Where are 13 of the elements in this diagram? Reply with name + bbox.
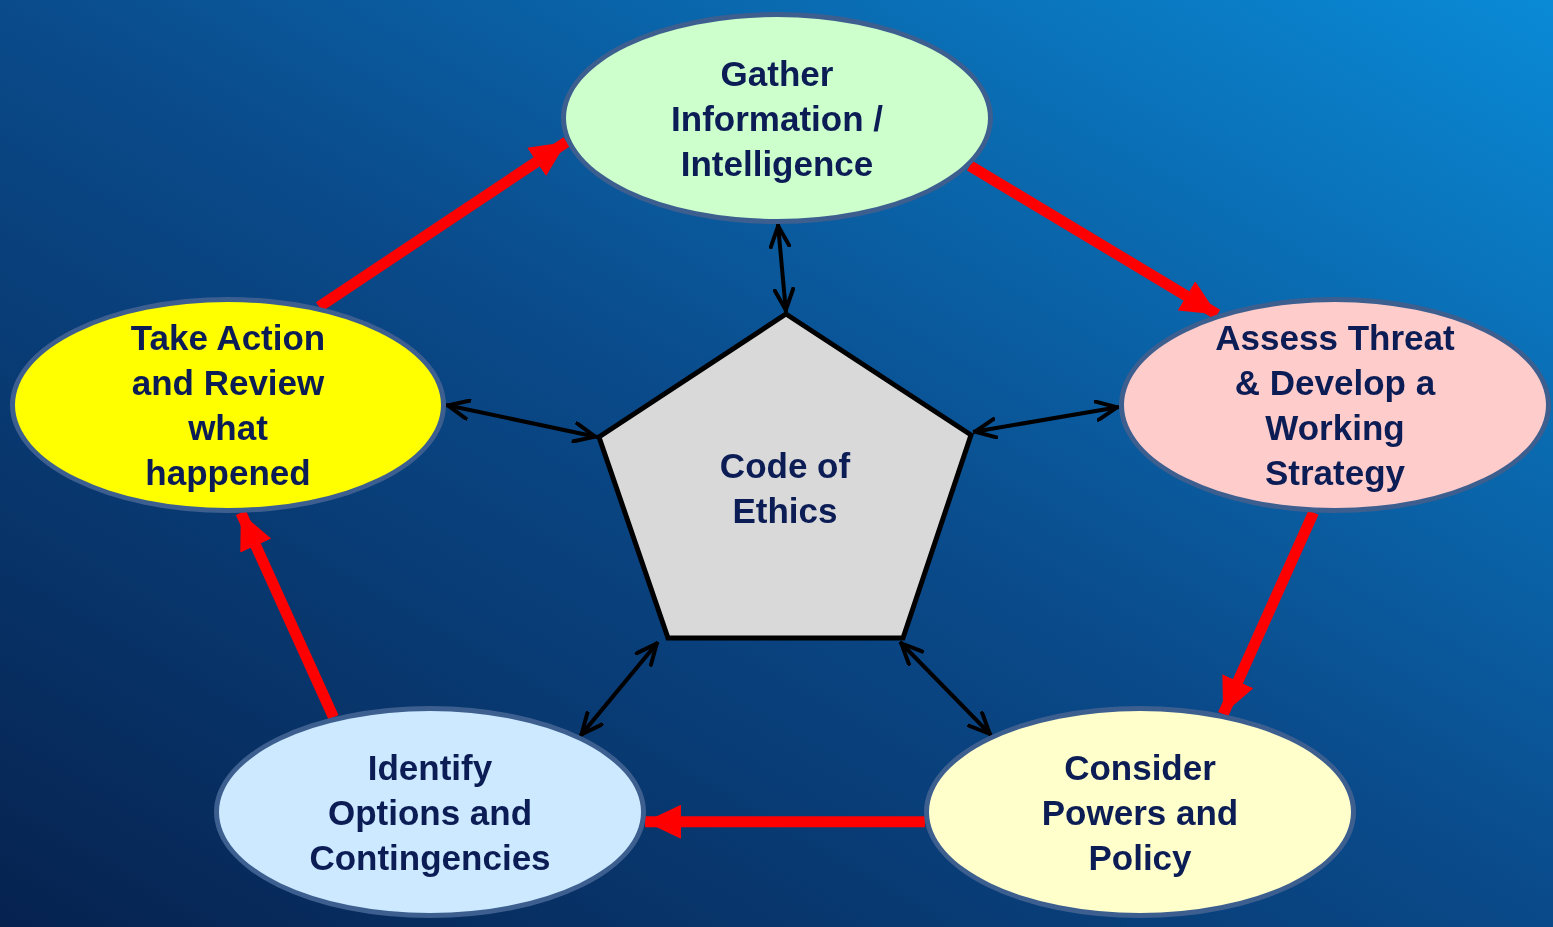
node-label: Take Action and Review what happened bbox=[129, 317, 327, 494]
node-label: Assess Threat & Develop a Working Strategy bbox=[1214, 317, 1456, 494]
node-label: Identify Options and Contingencies bbox=[308, 746, 552, 879]
arrow bbox=[445, 398, 598, 444]
arrow bbox=[898, 640, 993, 737]
node-label: Consider Powers and Policy bbox=[1040, 746, 1240, 879]
arrow bbox=[578, 640, 660, 738]
arrow bbox=[645, 804, 925, 839]
arrow bbox=[972, 399, 1120, 440]
arrow bbox=[768, 223, 796, 313]
pentagon bbox=[597, 312, 973, 640]
node-label: Gather Information / Intelligence bbox=[670, 52, 884, 185]
node-label: Code of Ethics bbox=[718, 445, 852, 532]
